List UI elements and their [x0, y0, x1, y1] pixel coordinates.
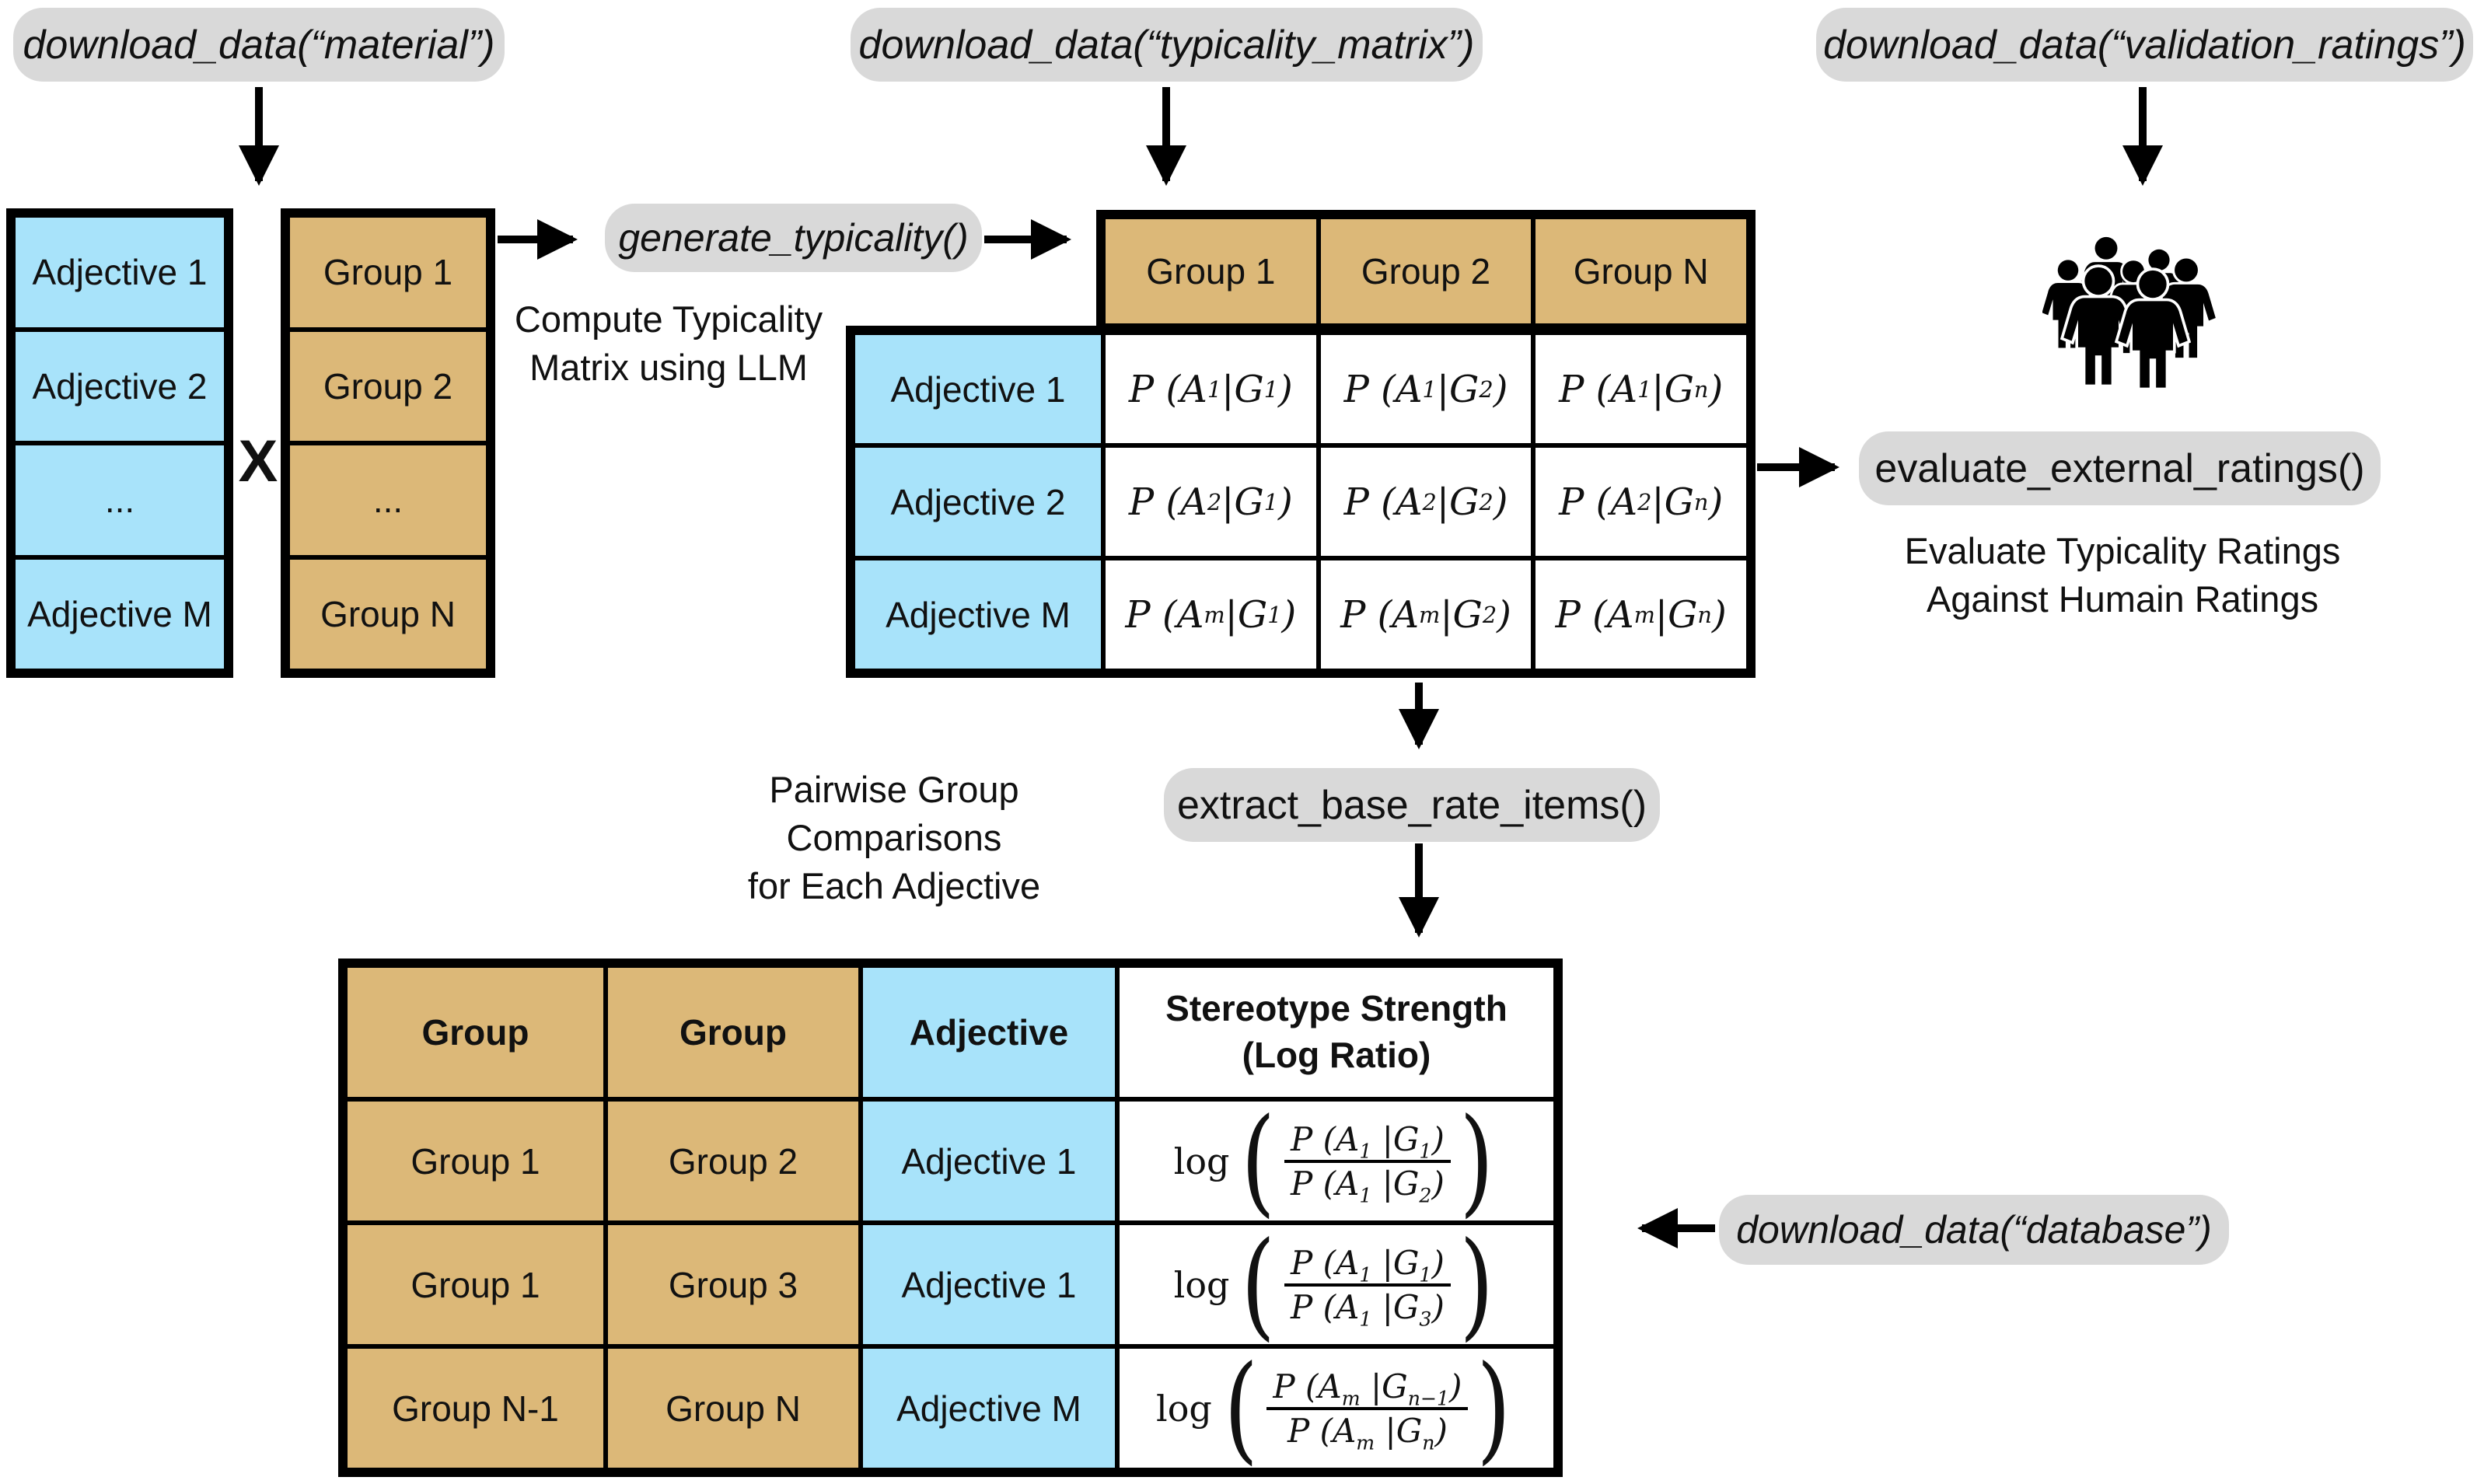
header-line: Stereotype Strength — [1165, 988, 1508, 1029]
caption-line: Pairwise Group Comparisons — [769, 769, 1019, 859]
adjective-list-table: Adjective 1 Adjective 2 ... Adjective M — [6, 208, 233, 678]
pill-download-typicality-matrix: download_data(“typicality_matrix”) — [851, 8, 1483, 82]
matrix-row-header: Adjective 2 — [853, 445, 1103, 558]
base-rate-cell-group: Group 2 — [606, 1099, 861, 1223]
pill-evaluate-external-ratings: evaluate_external_ratings() — [1859, 431, 2381, 505]
header-line: (Log Ratio) — [1242, 1035, 1431, 1075]
typicality-matrix-header: Group 1 Group 2 Group N — [1096, 210, 1756, 326]
pill-download-validation-ratings: download_data(“validation_ratings”) — [1816, 8, 2473, 82]
adjective-list-cell: Adjective 1 — [13, 215, 226, 330]
caption-line: Compute Typicality — [514, 299, 823, 340]
base-rate-header-group-b: Group — [606, 965, 861, 1099]
cross-product-symbol: X — [238, 428, 278, 494]
log-denominator: P (A1 |G3) — [1291, 1287, 1445, 1330]
log-numerator: P (A1 |G1) — [1284, 1119, 1451, 1163]
matrix-col-header: Group 1 — [1103, 217, 1319, 326]
group-list-cell: Group N — [288, 557, 488, 671]
compute-typicality-caption: Compute Typicality Matrix using LLM — [466, 295, 871, 392]
pill-extract-base-rate-items: extract_base_rate_items() — [1164, 768, 1660, 842]
base-rate-header-adjective: Adjective — [861, 965, 1117, 1099]
log-word: log — [1173, 1140, 1230, 1182]
base-rate-cell-log-ratio: log ( P (A1 |G1) P (A1 |G2) ) — [1117, 1099, 1556, 1223]
group-list-cell: Group 1 — [288, 215, 488, 330]
base-rate-cell-adjective: Adjective 1 — [861, 1099, 1117, 1223]
log-denominator: P (A1 |G2) — [1291, 1164, 1445, 1206]
base-rate-header-strength: Stereotype Strength (Log Ratio) — [1117, 965, 1556, 1099]
matrix-row-header: Adjective M — [853, 558, 1103, 671]
matrix-col-header: Group N — [1533, 217, 1749, 326]
pill-download-database: download_data(“database”) — [1719, 1195, 2229, 1265]
adjective-list-cell: Adjective 2 — [13, 329, 226, 443]
pill-generate-typicality: generate_typicality() — [605, 204, 982, 272]
pill-download-material: download_data(“material”) — [13, 8, 505, 82]
log-numerator: P (Am |Gn−1) — [1266, 1366, 1469, 1410]
group-list-cell: ... — [288, 443, 488, 557]
log-denominator: P (Am |Gn) — [1287, 1411, 1448, 1454]
adjective-list-cell: Adjective M — [13, 557, 226, 671]
log-word: log — [1156, 1387, 1212, 1430]
base-rate-cell-group: Group N-1 — [345, 1346, 606, 1470]
evaluate-ratings-caption: Evaluate Typicality Ratings Against Huma… — [1866, 527, 2379, 623]
caption-line: Matrix using LLM — [529, 347, 808, 389]
log-numerator: P (A1 |G1) — [1284, 1242, 1451, 1287]
crowd-of-people-icon — [2042, 211, 2221, 390]
base-rate-header-group-a: Group — [345, 965, 606, 1099]
base-rate-cell-group: Group 1 — [345, 1099, 606, 1223]
pairwise-comparisons-caption: Pairwise Group Comparisons for Each Adje… — [669, 766, 1120, 910]
adjective-list-cell: ... — [13, 443, 226, 557]
base-rate-cell-adjective: Adjective M — [861, 1346, 1117, 1470]
group-list-table: Group 1 Group 2 ... Group N — [281, 208, 495, 678]
base-rate-table: Group Group Adjective Stereotype Strengt… — [338, 958, 1563, 1477]
caption-line: Evaluate Typicality Ratings — [1904, 530, 2341, 571]
base-rate-cell-group: Group 3 — [606, 1223, 861, 1346]
base-rate-cell-log-ratio: log ( P (A1 |G1) P (A1 |G3) ) — [1117, 1223, 1556, 1346]
caption-line: for Each Adjective — [747, 865, 1041, 907]
matrix-col-header: Group 2 — [1318, 217, 1534, 326]
base-rate-cell-group: Group N — [606, 1346, 861, 1470]
base-rate-cell-adjective: Adjective 1 — [861, 1223, 1117, 1346]
group-list-cell: Group 2 — [288, 329, 488, 443]
base-rate-cell-log-ratio: log ( P (Am |Gn−1) P (Am |Gn) ) — [1117, 1346, 1556, 1470]
matrix-row-header: Adjective 1 — [853, 333, 1103, 445]
log-word: log — [1173, 1263, 1230, 1306]
caption-line: Against Humain Ratings — [1926, 578, 2319, 620]
base-rate-cell-group: Group 1 — [345, 1223, 606, 1346]
